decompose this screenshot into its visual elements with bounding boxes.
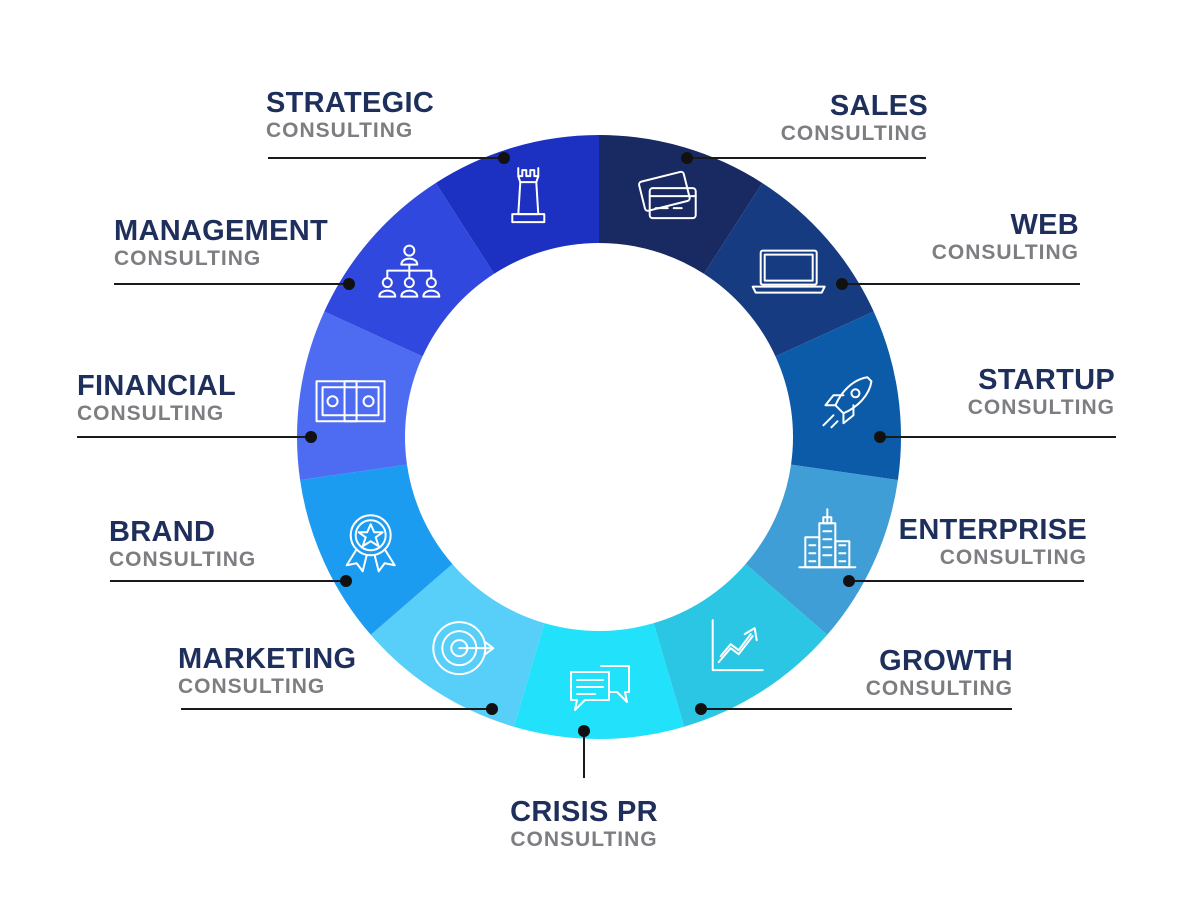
- label-title: ENTERPRISE: [898, 514, 1087, 546]
- label-subtitle: CONSULTING: [114, 247, 262, 270]
- label-marketing: MARKETING CONSULTING: [178, 643, 357, 698]
- leader-dot-strategic: [498, 152, 510, 164]
- label-subtitle: CONSULTING: [865, 677, 1013, 700]
- org-chart-icon: [378, 244, 441, 298]
- label-brand: BRAND CONSULTING: [109, 516, 257, 571]
- target-icon: [432, 621, 495, 676]
- label-subtitle: CONSULTING: [939, 546, 1087, 569]
- wheel-segment-strategic: [435, 135, 599, 274]
- label-subtitle: CONSULTING: [510, 828, 658, 851]
- label-sales: SALES CONSULTING: [780, 90, 928, 145]
- label-startup: STARTUP CONSULTING: [967, 364, 1115, 419]
- wheel-segment-sales: [599, 135, 763, 274]
- rocket-icon: [822, 376, 873, 429]
- label-title: GROWTH: [879, 645, 1013, 677]
- leader-dot-sales: [681, 152, 693, 164]
- leader-dot-brand: [340, 575, 352, 587]
- label-subtitle: CONSULTING: [178, 675, 326, 698]
- label-title: MANAGEMENT: [114, 215, 329, 247]
- label-subtitle: CONSULTING: [931, 241, 1079, 264]
- leader-dot-startup: [874, 431, 886, 443]
- leader-dot-financial: [305, 431, 317, 443]
- leader-dot-enterprise: [843, 575, 855, 587]
- wheel-segment-financial: [297, 311, 423, 480]
- wheel-segment-crisis-pr: [513, 623, 685, 740]
- label-title: BRAND: [109, 516, 216, 548]
- label-title: FINANCIAL: [77, 370, 236, 402]
- laptop-icon: [751, 249, 826, 294]
- wheel-segment-enterprise: [745, 464, 898, 635]
- label-subtitle: CONSULTING: [77, 402, 225, 425]
- growth-chart-icon: [711, 619, 764, 672]
- label-subtitle: CONSULTING: [967, 396, 1115, 419]
- leader-dot-marketing: [486, 703, 498, 715]
- label-title: STARTUP: [978, 364, 1115, 396]
- label-title: STRATEGIC: [266, 87, 435, 119]
- label-web: WEB CONSULTING: [931, 209, 1079, 264]
- label-title: CRISIS PR: [510, 796, 658, 828]
- chat-bubbles-icon: [570, 665, 630, 711]
- label-strategic: STRATEGIC CONSULTING: [266, 87, 435, 142]
- label-title: SALES: [829, 90, 928, 122]
- label-crisis-pr: CRISIS PR CONSULTING: [484, 796, 684, 851]
- buildings-icon: [798, 508, 857, 569]
- leader-dot-web: [836, 278, 848, 290]
- wheel-segment-marketing: [370, 564, 545, 727]
- label-enterprise: ENTERPRISE CONSULTING: [898, 514, 1087, 569]
- money-icon: [315, 380, 386, 423]
- wheel-segment-web: [703, 182, 874, 357]
- leader-dot-growth: [695, 703, 707, 715]
- label-subtitle: CONSULTING: [109, 548, 257, 571]
- leader-dot-management: [343, 278, 355, 290]
- award-badge-icon: [345, 514, 396, 573]
- chess-rook-icon: [511, 167, 546, 224]
- credit-cards-icon: [638, 170, 697, 220]
- label-management: MANAGEMENT CONSULTING: [114, 215, 329, 270]
- wheel-segment-growth: [653, 564, 828, 727]
- label-title: MARKETING: [178, 643, 357, 675]
- label-financial: FINANCIAL CONSULTING: [77, 370, 236, 425]
- label-growth: GROWTH CONSULTING: [865, 645, 1013, 700]
- label-subtitle: CONSULTING: [780, 122, 928, 145]
- label-title: WEB: [1010, 209, 1079, 241]
- label-subtitle: CONSULTING: [266, 119, 414, 142]
- leader-dot-crisis-pr: [578, 725, 590, 737]
